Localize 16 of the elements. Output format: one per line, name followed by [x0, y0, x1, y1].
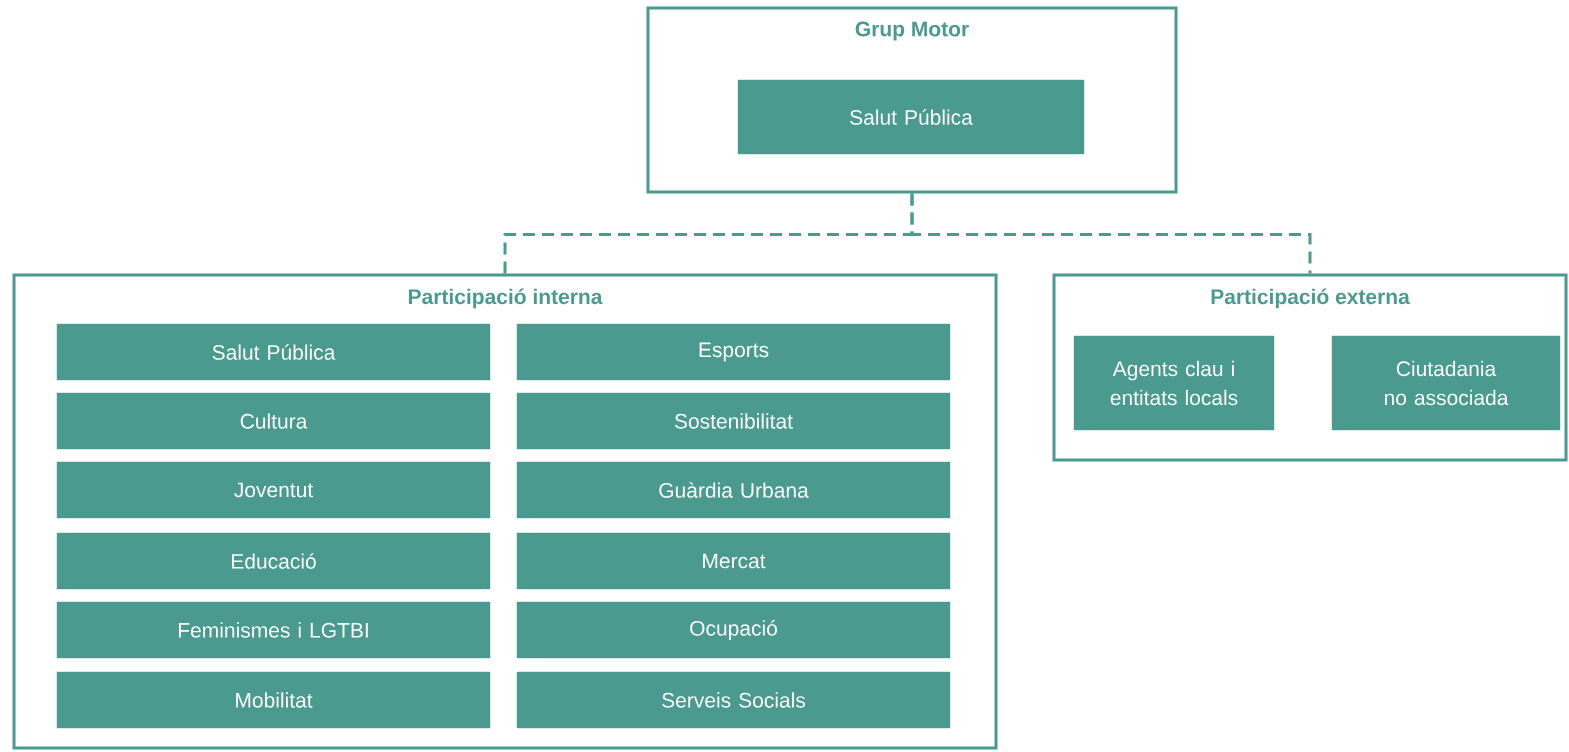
- unit-box: Sostenibilitat: [516, 392, 951, 450]
- unit-box: Educació: [56, 532, 491, 590]
- unit-box: Mobilitat: [56, 671, 491, 729]
- unit-box: Salut Pública: [737, 79, 1085, 155]
- connector: [910, 193, 1312, 274]
- unit-box: Joventut: [56, 461, 491, 519]
- unit-box: Agents clau i entitats locals: [1073, 335, 1275, 431]
- unit-box: Feminismes i LGTBI: [56, 601, 491, 659]
- unit-box: Ciutadania no associada: [1331, 335, 1561, 431]
- unit-box: Guàrdia Urbana: [516, 461, 951, 519]
- unit-box: Salut Pública: [56, 323, 491, 381]
- unit-box: Mercat: [516, 532, 951, 590]
- unit-box: Esports: [516, 323, 951, 381]
- unit-box: Serveis Socials: [516, 671, 951, 729]
- unit-box: Cultura: [56, 392, 491, 450]
- unit-box: Ocupació: [516, 601, 951, 659]
